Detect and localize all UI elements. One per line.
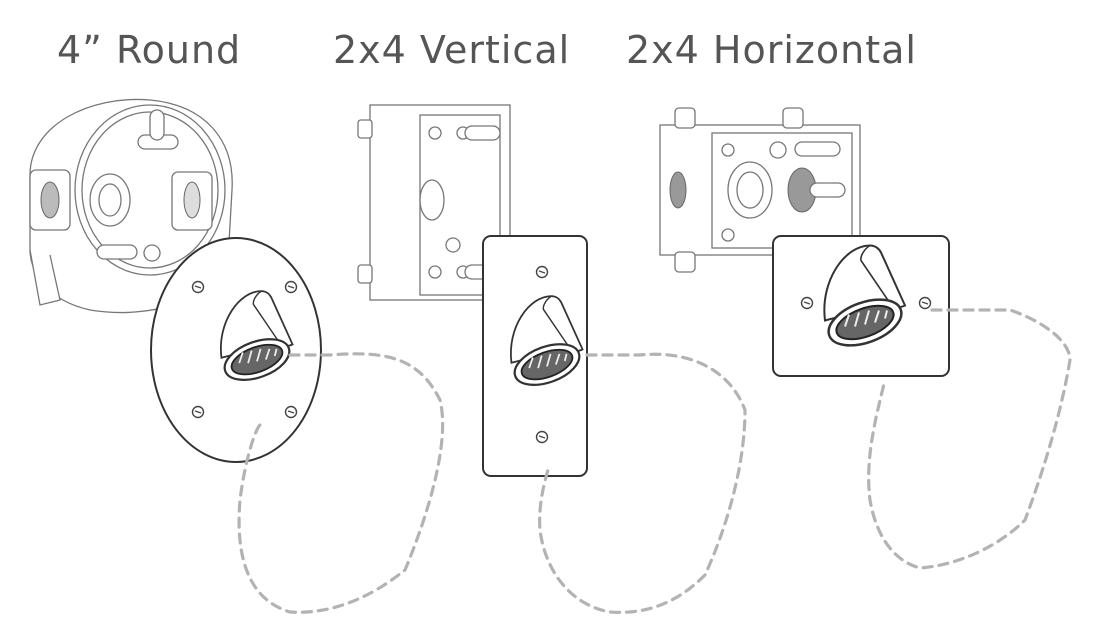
round-wire xyxy=(237,352,445,614)
horizontal-wire xyxy=(867,308,1072,570)
horizontal-junction-box xyxy=(659,107,861,273)
title-2x4-vertical: 2x4 Vertical xyxy=(333,28,571,72)
vertical-wire xyxy=(538,352,747,614)
title-4in-round: 4” Round xyxy=(57,28,242,72)
round-junction-box xyxy=(29,98,233,314)
title-2x4-horizontal: 2x4 Horizontal xyxy=(626,28,917,72)
